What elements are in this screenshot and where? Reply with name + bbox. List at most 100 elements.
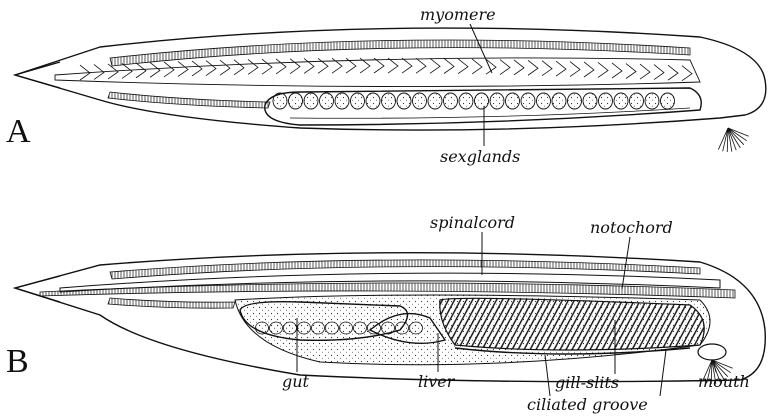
myomere-chevron [206, 61, 216, 76]
gut-pouch [256, 322, 269, 334]
sexgland [351, 93, 365, 109]
sexgland [537, 93, 551, 109]
myomere-chevron [248, 59, 258, 74]
sexgland [289, 93, 303, 109]
figure-a-myomere-chevrons [80, 58, 692, 81]
sexgland [599, 93, 613, 109]
label-gill-slits: gill-slits [555, 373, 619, 392]
myomere-chevron [220, 60, 230, 75]
myomere-chevron [626, 64, 636, 79]
gut-pouch [326, 322, 339, 334]
figure-a-sexglands [273, 93, 675, 109]
gut-pouch [410, 322, 423, 334]
leader-ciliated-groove [545, 355, 550, 396]
figure-b-letter: B [6, 343, 29, 380]
figure-a-letter: A [6, 113, 31, 150]
figure-b-dorsal-fin-rays [110, 260, 700, 279]
gut-pouch [368, 322, 381, 334]
gut-pouch [270, 322, 283, 334]
sexgland [382, 93, 396, 109]
sexgland [413, 93, 427, 109]
gut-pouch [396, 322, 409, 334]
sexgland [630, 93, 644, 109]
gut-pouch [284, 322, 297, 334]
myomere-chevron [556, 61, 566, 76]
sexgland [459, 93, 473, 109]
sexgland [475, 93, 489, 109]
figure-a: A myomere sexglands [6, 5, 766, 166]
figure-a-atrium-inner [290, 108, 690, 118]
sexgland [397, 93, 411, 109]
myomere-chevron [430, 58, 440, 73]
myomere-chevron [178, 61, 188, 76]
myomere-chevron [276, 59, 286, 74]
myomere-chevron [500, 60, 510, 75]
myomere-chevron [150, 62, 160, 77]
figure-a-oral-cirri [718, 128, 748, 152]
sexgland [645, 93, 659, 109]
sexgland [335, 93, 349, 109]
myomere-chevron [612, 63, 622, 78]
myomere-chevron [388, 58, 398, 73]
sexgland [506, 93, 520, 109]
gut-pouch [354, 322, 367, 334]
oral-cirrus [718, 128, 728, 150]
myomere-chevron [584, 62, 594, 77]
sexgland [661, 93, 675, 109]
myomere-chevron [682, 66, 692, 81]
leader-ciliated-groove-2 [660, 350, 666, 396]
myomere-chevron [668, 65, 678, 80]
myomere-chevron [528, 60, 538, 75]
label-spinalcord: spinalcord [430, 213, 515, 232]
sexgland [583, 93, 597, 109]
myomere-chevron [234, 60, 244, 75]
myomere-chevron [640, 64, 650, 79]
myomere-chevron [472, 59, 482, 74]
myomere-chevron [416, 58, 426, 73]
label-myomere: myomere [420, 5, 496, 24]
label-notochord: notochord [590, 218, 673, 237]
sexgland [428, 93, 442, 109]
label-mouth: mouth [698, 372, 750, 391]
label-sexglands: sexglands [440, 147, 520, 166]
gut-pouch [340, 322, 353, 334]
myomere-chevron [402, 58, 412, 73]
sexgland [614, 93, 628, 109]
sexgland [568, 93, 582, 109]
myomere-chevron [374, 58, 384, 73]
figure-a-ventral-fin [108, 92, 270, 108]
gut-pouch [382, 322, 395, 334]
myomere-chevron [192, 61, 202, 76]
figure-b-tail-fin [15, 276, 60, 302]
figure-a-dorsal-fin-rays [110, 40, 690, 66]
label-gut: gut [282, 372, 310, 391]
sexgland [273, 93, 287, 109]
sexgland [490, 93, 504, 109]
leader-notochord [622, 237, 630, 289]
label-liver: liver [418, 372, 456, 391]
label-ciliated-groove: ciliated groove [527, 395, 648, 414]
myomere-chevron [570, 62, 580, 77]
figure-b-ventral-fin [108, 298, 235, 308]
sexgland [444, 93, 458, 109]
sexgland [366, 93, 380, 109]
sexgland [521, 93, 535, 109]
sexgland [304, 93, 318, 109]
myomere-chevron [262, 59, 272, 74]
sexgland [320, 93, 334, 109]
myomere-chevron [304, 58, 314, 73]
figure-b-mouth [698, 344, 726, 360]
figure-b-gill-slits [440, 298, 704, 350]
myomere-chevron [542, 61, 552, 76]
myomere-chevron [654, 65, 664, 80]
myomere-chevron [598, 62, 608, 77]
myomere-chevron [164, 62, 174, 77]
figure-a-tail-fin [15, 62, 60, 88]
myomere-chevron [290, 59, 300, 74]
myomere-chevron [136, 63, 146, 78]
myomere-chevron [514, 60, 524, 75]
sexgland [552, 93, 566, 109]
myomere-chevron [444, 58, 454, 73]
